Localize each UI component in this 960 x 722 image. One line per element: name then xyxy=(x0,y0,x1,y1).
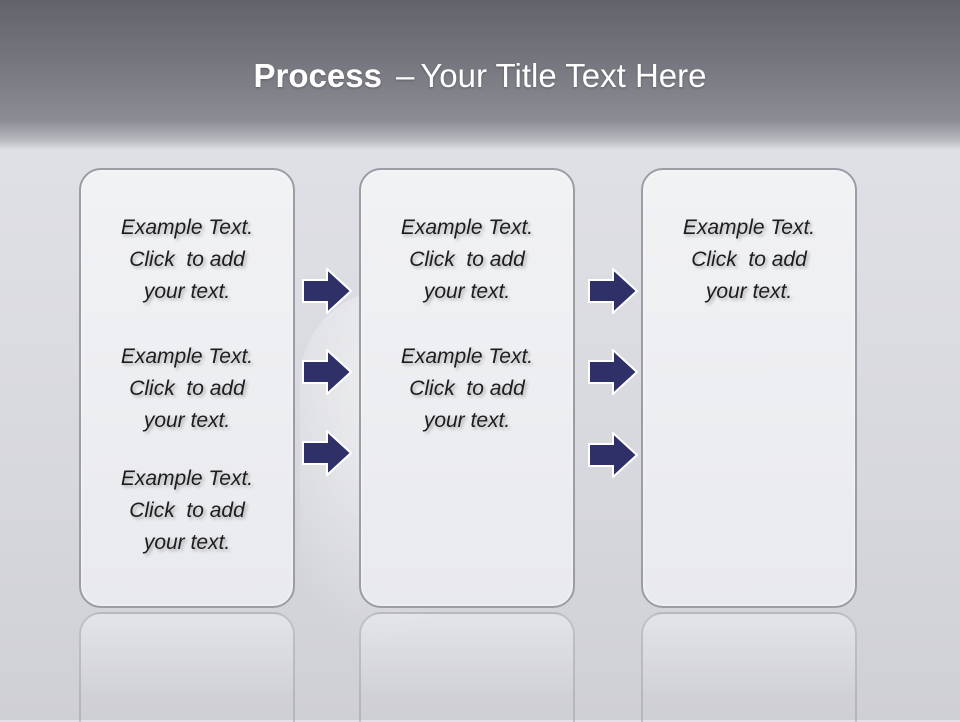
text-line: Example Text. xyxy=(682,216,816,239)
panel-reflection xyxy=(359,612,575,722)
text-line: your text. xyxy=(423,409,511,432)
title-bold: Process xyxy=(253,57,382,94)
panel-reflection xyxy=(641,612,857,722)
text-line: your text. xyxy=(705,280,793,303)
right-arrow-icon xyxy=(588,432,638,478)
text-line: your text. xyxy=(143,409,231,432)
right-arrow-icon xyxy=(588,349,638,395)
panel-reflection xyxy=(79,612,295,722)
text-line: Click to add xyxy=(409,248,525,271)
text-line: Example Text. xyxy=(400,216,534,239)
text-line: Click to add xyxy=(129,377,245,400)
text-placeholder[interactable]: Example Text. Click to add your text. xyxy=(81,341,293,437)
text-line: Click to add xyxy=(129,499,245,522)
text-line: Click to add xyxy=(409,377,525,400)
right-arrow-icon xyxy=(302,268,352,314)
slide-title[interactable]: Process–Your Title Text Here xyxy=(0,54,960,98)
text-line: your text. xyxy=(143,531,231,554)
text-line: Click to add xyxy=(129,248,245,271)
process-panel-1: Example Text. Click to add your text. Ex… xyxy=(79,168,295,608)
process-panel-2: Example Text. Click to add your text. Ex… xyxy=(359,168,575,608)
right-arrow-icon xyxy=(588,268,638,314)
text-line: Example Text. xyxy=(120,345,254,368)
text-placeholder[interactable]: Example Text. Click to add your text. xyxy=(361,212,573,308)
process-panel-3: Example Text. Click to add your text. xyxy=(641,168,857,608)
text-placeholder[interactable]: Example Text. Click to add your text. xyxy=(81,463,293,559)
right-arrow-icon xyxy=(302,349,352,395)
text-placeholder[interactable]: Example Text. Click to add your text. xyxy=(81,212,293,308)
text-line: Click to add xyxy=(691,248,807,271)
title-separator: – xyxy=(395,57,415,94)
title-rest: Your Title Text Here xyxy=(420,57,707,94)
text-line: your text. xyxy=(423,280,511,303)
right-arrow-icon xyxy=(302,430,352,476)
text-line: Example Text. xyxy=(120,467,254,490)
title-bar xyxy=(0,0,960,150)
text-placeholder[interactable]: Example Text. Click to add your text. xyxy=(361,341,573,437)
text-line: Example Text. xyxy=(120,216,254,239)
text-line: Example Text. xyxy=(400,345,534,368)
text-placeholder[interactable]: Example Text. Click to add your text. xyxy=(643,212,855,308)
text-line: your text. xyxy=(143,280,231,303)
